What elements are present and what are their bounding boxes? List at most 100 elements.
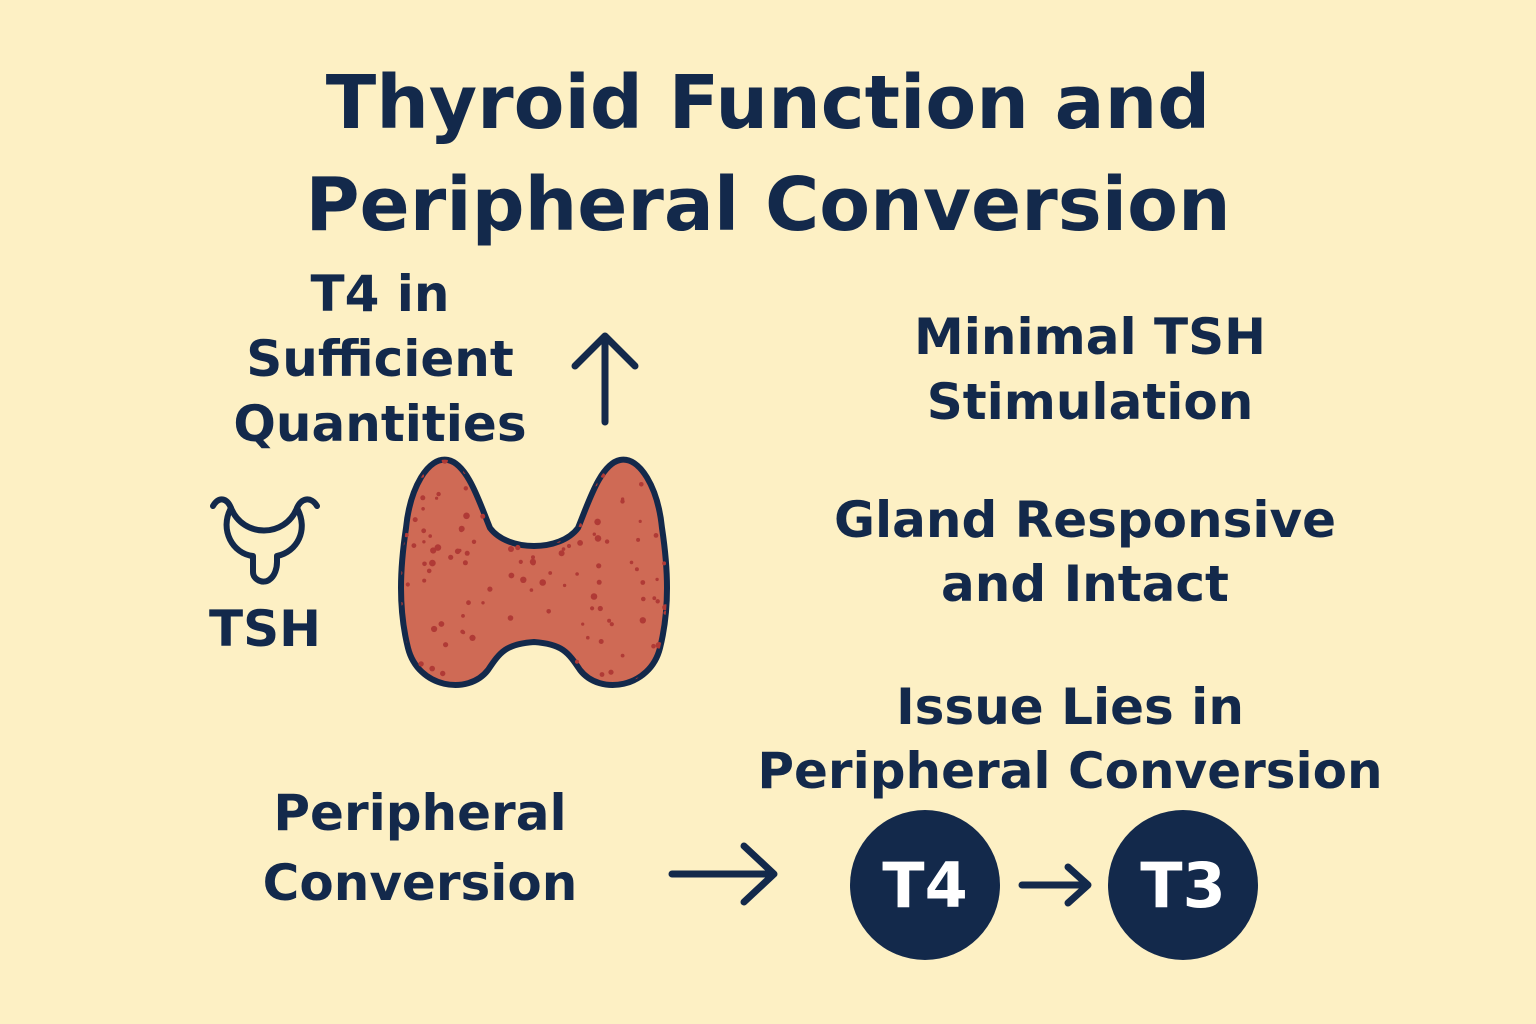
thyroid-speckle bbox=[592, 532, 596, 536]
thyroid-speckle bbox=[489, 683, 497, 686]
thyroid-speckle bbox=[501, 499, 507, 506]
thyroid-speckle bbox=[528, 472, 534, 478]
thyroid-speckle bbox=[436, 491, 441, 497]
thyroid-speckle bbox=[581, 622, 585, 626]
issue-label: Issue Lies in Peripheral Conversion bbox=[740, 675, 1400, 803]
title-line-1: Thyroid Function and bbox=[325, 60, 1211, 146]
thyroid-speckle bbox=[459, 527, 464, 533]
thyroid-speckle bbox=[577, 540, 583, 546]
thyroid-speckle bbox=[458, 548, 462, 553]
thyroid-speckle bbox=[561, 547, 566, 551]
thyroid-speckle bbox=[562, 583, 567, 588]
periph-line-1: Peripheral bbox=[273, 784, 567, 842]
t4-line-2: Sufficient bbox=[246, 330, 514, 388]
thyroid-speckle bbox=[596, 579, 602, 585]
thyroid-speckle bbox=[422, 578, 427, 583]
thyroid-speckle bbox=[441, 459, 448, 464]
thyroid-speckle bbox=[516, 661, 522, 668]
thyroid-speckle bbox=[521, 659, 526, 663]
thyroid-speckle bbox=[573, 475, 579, 481]
thyroid-speckle bbox=[590, 593, 598, 600]
t4-line-1: T4 in bbox=[310, 265, 450, 323]
thyroid-speckle bbox=[529, 588, 534, 592]
thyroid-speckle bbox=[515, 544, 521, 551]
thyroid-speckle bbox=[480, 513, 486, 519]
t4-sufficient-label: T4 in Sufficient Quantities bbox=[180, 262, 580, 457]
thyroid-speckle bbox=[421, 507, 425, 511]
thyroid-speckle bbox=[607, 618, 612, 623]
thyroid-speckle bbox=[530, 470, 535, 475]
thyroid-speckle bbox=[520, 576, 527, 583]
thyroid-speckle bbox=[586, 635, 590, 640]
thyroid-speckle bbox=[421, 528, 427, 534]
thyroid-speckle bbox=[478, 464, 485, 470]
thyroid-speckle bbox=[434, 544, 442, 551]
thyroid-speckle bbox=[514, 474, 522, 481]
thyroid-speckle bbox=[558, 550, 565, 557]
pituitary-icon bbox=[210, 496, 320, 585]
thyroid-speckle bbox=[651, 643, 656, 649]
thyroid-speckle bbox=[653, 533, 659, 538]
thyroid-speckle bbox=[461, 614, 465, 618]
thyroid-speckle bbox=[514, 477, 522, 485]
thyroid-speckle bbox=[597, 605, 603, 612]
min-tsh-line-2: Stimulation bbox=[926, 373, 1254, 431]
thyroid-speckle bbox=[575, 572, 579, 576]
title-line-2: Peripheral Conversion bbox=[305, 162, 1231, 249]
thyroid-speckle bbox=[509, 664, 515, 670]
thyroid-speckle bbox=[530, 560, 536, 566]
tsh-label: TSH bbox=[209, 600, 321, 658]
thyroid-speckle bbox=[420, 495, 426, 501]
thyroid-speckle bbox=[410, 674, 417, 682]
thyroid-speckle bbox=[493, 474, 500, 482]
thyroid-speckle bbox=[663, 653, 667, 660]
page-title: Thyroid Function and Peripheral Conversi… bbox=[168, 52, 1368, 256]
thyroid-speckle bbox=[471, 539, 477, 544]
thyroid-speckle bbox=[522, 486, 529, 492]
thyroid-speckle bbox=[598, 639, 604, 644]
thyroid-speckle bbox=[546, 609, 551, 614]
thyroid-speckle bbox=[428, 534, 432, 538]
thyroid-speckle bbox=[620, 653, 625, 658]
t3-circle-label: T3 bbox=[1140, 848, 1226, 922]
thyroid-speckle bbox=[641, 596, 646, 602]
t4-circle: T4 bbox=[850, 810, 1000, 960]
thyroid-speckle bbox=[519, 659, 525, 666]
thyroid-speckle bbox=[656, 671, 663, 679]
thyroid-speckle bbox=[519, 479, 523, 483]
thyroid-speckle bbox=[507, 529, 514, 536]
thyroid-speckle bbox=[473, 459, 479, 463]
arrow-right-small-icon bbox=[1018, 863, 1092, 907]
issue-line-1: Issue Lies in bbox=[896, 678, 1244, 736]
thyroid-speckle bbox=[608, 669, 614, 675]
thyroid-speckle bbox=[429, 665, 435, 672]
thyroid-speckle bbox=[521, 515, 528, 522]
minimal-tsh-label: Minimal TSH Stimulation bbox=[840, 305, 1340, 435]
thyroid-speckle bbox=[594, 518, 601, 526]
thyroid-speckle bbox=[435, 496, 439, 500]
thyroid-speckle bbox=[508, 572, 515, 579]
thyroid-speckle bbox=[620, 499, 625, 504]
t4-circle-label: T4 bbox=[882, 848, 968, 922]
thyroid-speckle bbox=[412, 517, 418, 523]
thyroid-speckle bbox=[539, 531, 543, 535]
thyroid-speckle bbox=[634, 567, 639, 572]
thyroid-speckle bbox=[422, 561, 427, 567]
thyroid-speckle bbox=[554, 487, 560, 494]
thyroid-speckle bbox=[575, 659, 579, 664]
thyroid-speckle bbox=[507, 615, 514, 621]
thyroid-speckle bbox=[596, 563, 602, 569]
thyroid-gland-icon bbox=[398, 456, 670, 688]
arrow-right-icon bbox=[668, 842, 778, 906]
thyroid-speckle bbox=[655, 577, 659, 582]
thyroid-speckle bbox=[579, 497, 584, 502]
arrow-up-icon bbox=[571, 332, 639, 426]
thyroid-speckle bbox=[438, 621, 445, 627]
thyroid-speckle bbox=[529, 510, 535, 516]
thyroid-speckle bbox=[518, 559, 523, 564]
thyroid-speckle bbox=[440, 670, 446, 677]
thyroid-speckle bbox=[443, 642, 449, 648]
thyroid-speckle bbox=[640, 580, 646, 585]
thyroid-speckle bbox=[519, 681, 527, 686]
thyroid-speckle bbox=[604, 539, 610, 544]
